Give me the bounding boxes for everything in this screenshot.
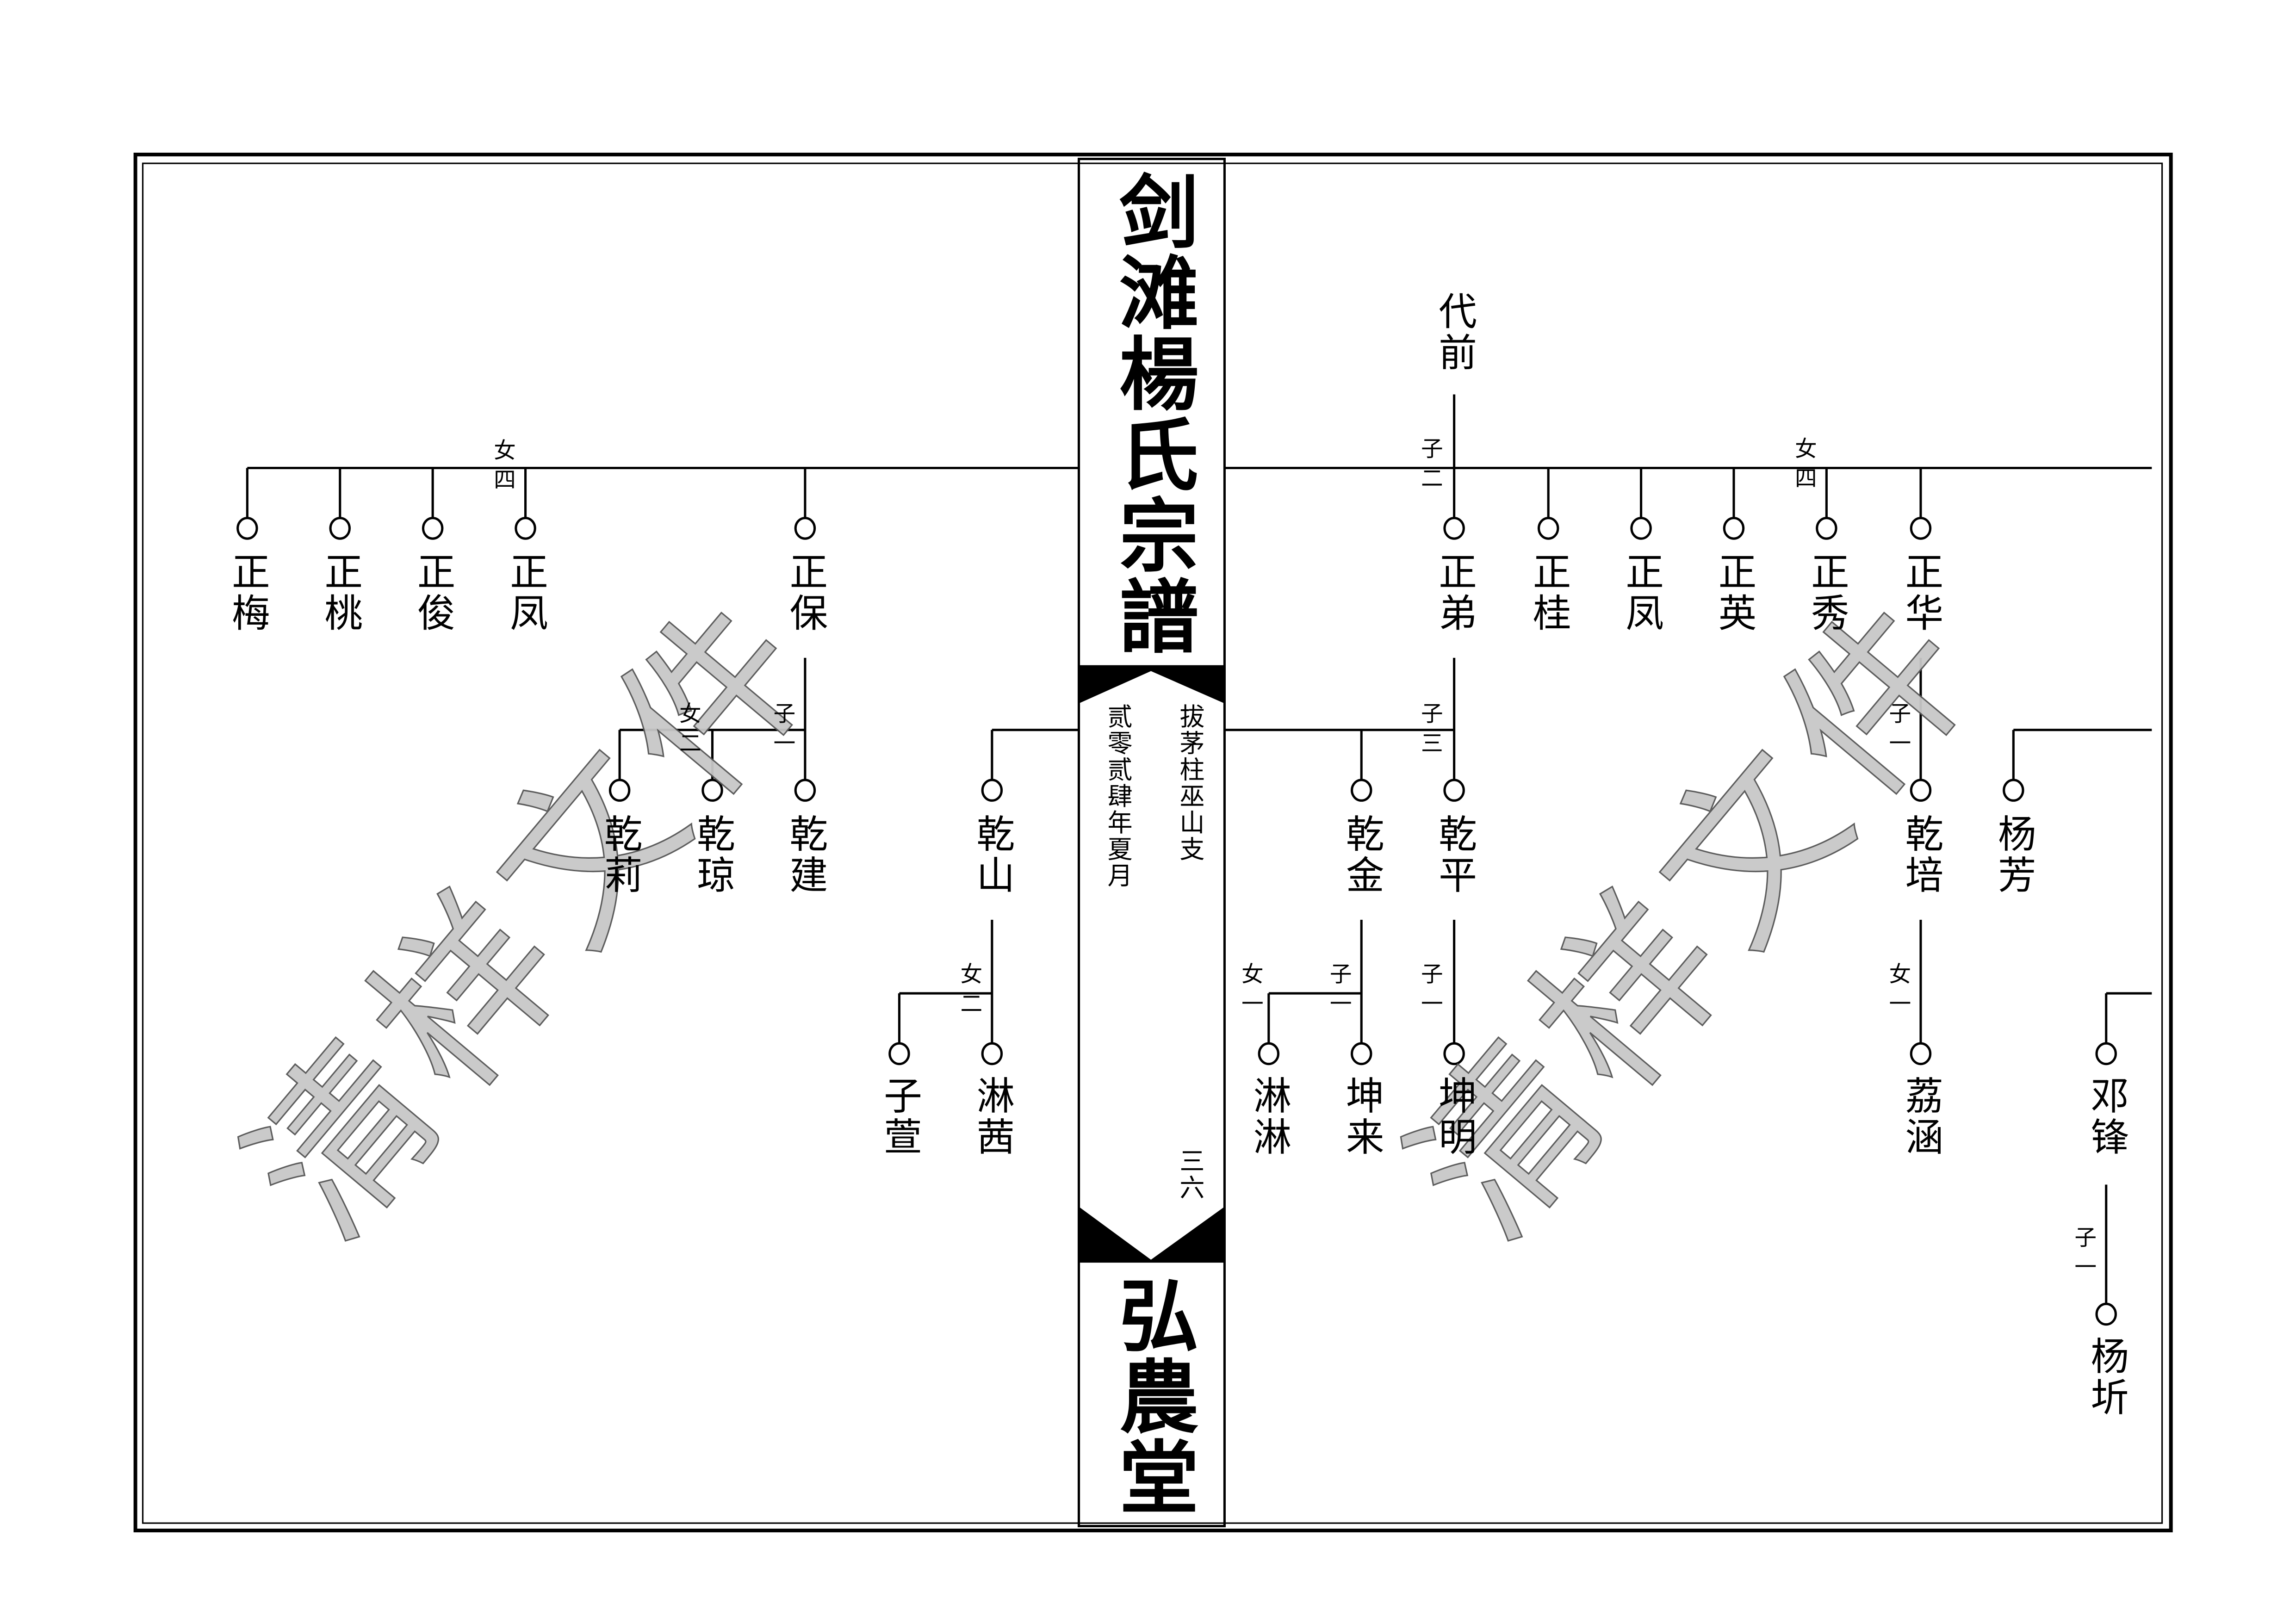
- person-node-circle: [794, 779, 816, 802]
- person-node-circle: [1351, 779, 1372, 802]
- person-name: 淋茜: [970, 1076, 1014, 1158]
- branch-name: 拔茅柱巫山支: [1173, 703, 1204, 862]
- person-name: 正英: [1712, 551, 1756, 634]
- person-name: 乾建: [783, 813, 827, 897]
- person-name: 乾平: [1432, 813, 1477, 897]
- compile-date: 贰零贰肆年夏月: [1101, 703, 1131, 889]
- person-node-circle: [1910, 517, 1932, 540]
- person-name: 正保: [783, 551, 827, 634]
- person-node-circle: [1351, 1042, 1372, 1065]
- person-node-circle: [1910, 779, 1932, 802]
- person-name: 正华: [1899, 551, 1943, 634]
- person-name: 正凤: [503, 551, 548, 634]
- person-name: 坤来: [1339, 1076, 1384, 1158]
- person-name: 荔涵: [1899, 1076, 1943, 1158]
- children-count-label: 女四: [490, 438, 518, 498]
- person-name: 正俊: [410, 551, 455, 634]
- inner-border: [142, 162, 2163, 1524]
- children-count-label: 子一: [1327, 962, 1353, 1022]
- person-node-circle: [981, 1042, 1003, 1065]
- person-node-circle: [1723, 517, 1745, 540]
- hall-name: 弘農堂: [1105, 1274, 1200, 1518]
- person-node-circle: [1443, 779, 1465, 802]
- outer-border: [133, 153, 2173, 1533]
- children-count-label: 女四: [1792, 437, 1818, 496]
- page-number: 三六: [1173, 1148, 1204, 1201]
- children-count-label: 子一: [2071, 1226, 2098, 1285]
- book-title: 剑滩楊氏宗譜: [1105, 170, 1200, 657]
- person-name: 乾金: [1339, 813, 1384, 897]
- children-count-label: 女二: [676, 702, 703, 761]
- person-name: 乾琼: [690, 813, 735, 897]
- person-name: 乾山: [970, 813, 1014, 897]
- person-node-circle: [2095, 1302, 2117, 1326]
- person-node-circle: [422, 517, 444, 540]
- person-node-circle: [1816, 517, 1837, 540]
- person-node-circle: [794, 517, 816, 540]
- person-name: 乾培: [1899, 813, 1943, 897]
- person-node-circle: [515, 517, 536, 540]
- children-count-label: 女二: [957, 962, 984, 1022]
- person-name: 正弟: [1432, 551, 1477, 634]
- children-count-label: 子一: [1418, 962, 1445, 1022]
- person-node-circle: [888, 1042, 910, 1065]
- person-name: 坤明: [1432, 1076, 1477, 1158]
- person-name: 正凤: [1619, 551, 1663, 634]
- person-node-circle: [1630, 517, 1652, 540]
- person-name: 杨芳: [1991, 813, 2036, 897]
- person-node-circle: [608, 779, 631, 802]
- person-node-circle: [1443, 517, 1465, 540]
- person-name: 代前: [1432, 291, 1477, 374]
- children-count-label: 子一: [1886, 702, 1913, 761]
- person-name: 子萱: [877, 1076, 922, 1158]
- children-count-label: 子一: [770, 702, 797, 761]
- person-node-circle: [2095, 1042, 2117, 1065]
- children-count-label: 子二: [1418, 437, 1445, 496]
- top-banner: [1079, 665, 1225, 704]
- person-node-circle: [701, 779, 723, 802]
- person-name: 正秀: [1804, 551, 1849, 634]
- bottom-banner: [1079, 1207, 1225, 1263]
- person-name: 杨圻: [2084, 1336, 2128, 1419]
- person-name: 正桃: [318, 551, 362, 634]
- person-node-circle: [1537, 517, 1559, 540]
- children-count-label: 女一: [1886, 962, 1913, 1022]
- person-node-circle: [1443, 1042, 1465, 1065]
- person-name: 正梅: [225, 551, 270, 634]
- person-name: 淋淋: [1247, 1076, 1291, 1158]
- person-node-circle: [981, 779, 1003, 802]
- person-node-circle: [1258, 1042, 1280, 1065]
- person-name: 乾莉: [597, 813, 642, 897]
- person-node-circle: [329, 517, 351, 540]
- children-count-label: 女一: [1238, 962, 1265, 1022]
- person-node-circle: [1910, 1042, 1932, 1065]
- person-node-circle: [236, 517, 258, 540]
- children-count-label: 子三: [1418, 702, 1445, 761]
- person-name: 正桂: [1526, 551, 1570, 634]
- person-node-circle: [2003, 779, 2024, 802]
- center-band: [1077, 157, 1226, 1528]
- person-name: 邓锋: [2084, 1076, 2128, 1158]
